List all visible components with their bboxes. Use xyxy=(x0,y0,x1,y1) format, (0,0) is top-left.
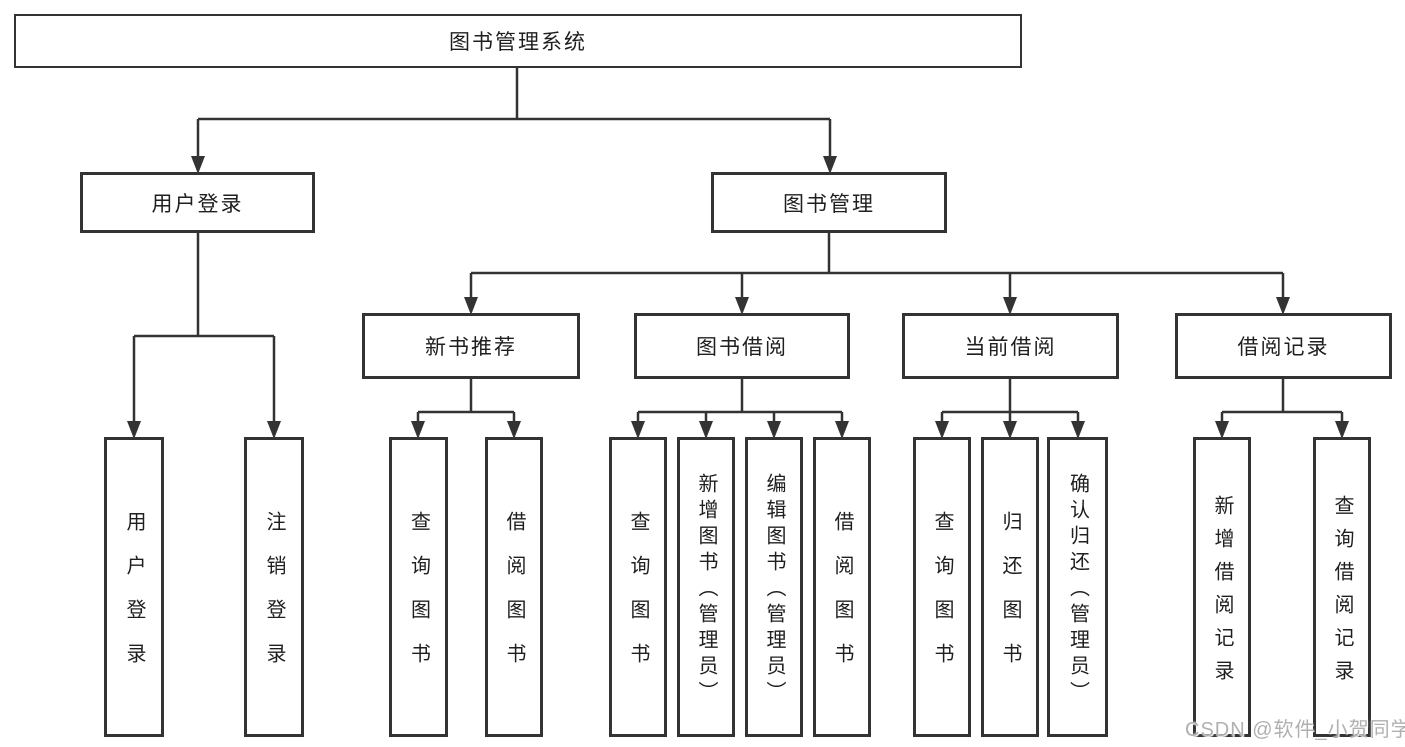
leaf-query-borrow-record: 查询借阅记录 xyxy=(1313,437,1371,737)
leaf-newbook-borrow-books: 借阅图书 xyxy=(485,437,543,737)
leaf-query-borrow-record-label: 查询借阅记录 xyxy=(1331,494,1353,693)
leaf-newbook-query-books-label: 查询图书 xyxy=(407,511,430,687)
leaf-return-books-label: 归还图书 xyxy=(999,511,1021,687)
leaf-edit-books-admin-label: 编辑图书（管理员） xyxy=(763,473,785,707)
csdn-watermark: CSDN @软件_小贺同学 xyxy=(1185,719,1405,741)
leaf-borrow-query-books: 查询图书 xyxy=(609,437,667,737)
node-borrow-records: 借阅记录 xyxy=(1175,313,1392,379)
node-root-label: 图书管理系统 xyxy=(449,31,587,54)
leaf-return-books: 归还图书 xyxy=(981,437,1039,737)
leaf-edit-books-admin: 编辑图书（管理员） xyxy=(745,437,803,737)
node-new-book-recommend-label: 新书推荐 xyxy=(425,336,517,359)
node-current-borrow: 当前借阅 xyxy=(902,313,1119,379)
leaf-add-borrow-record-label: 新增借阅记录 xyxy=(1211,494,1233,693)
node-root: 图书管理系统 xyxy=(14,14,1022,68)
leaf-user-login-label: 用户登录 xyxy=(123,511,145,687)
leaf-add-books-admin: 新增图书（管理员） xyxy=(677,437,735,737)
leaf-newbook-borrow-books-label: 借阅图书 xyxy=(503,511,525,687)
node-book-management-label: 图书管理 xyxy=(783,192,875,216)
leaf-add-borrow-record: 新增借阅记录 xyxy=(1193,437,1251,737)
node-new-book-recommend: 新书推荐 xyxy=(362,313,580,379)
leaf-newbook-query-books: 查询图书 xyxy=(389,437,448,737)
leaf-borrow-borrow-books-label: 借阅图书 xyxy=(831,511,853,687)
node-user-login-label: 用户登录 xyxy=(151,192,244,216)
leaf-logout: 注销登录 xyxy=(244,437,304,737)
arrowheads xyxy=(127,156,1349,439)
node-user-login: 用户登录 xyxy=(80,172,315,233)
leaf-current-query-books: 查询图书 xyxy=(913,437,971,737)
node-book-management: 图书管理 xyxy=(711,172,947,233)
leaf-user-login: 用户登录 xyxy=(104,437,164,737)
leaf-logout-label: 注销登录 xyxy=(263,511,285,687)
leaf-confirm-return-admin-label: 确认归还（管理员） xyxy=(1066,473,1089,707)
node-book-borrow: 图书借阅 xyxy=(634,313,850,379)
leaf-confirm-return-admin: 确认归还（管理员） xyxy=(1047,437,1108,737)
leaf-borrow-borrow-books: 借阅图书 xyxy=(813,437,871,737)
leaf-current-query-books-label: 查询图书 xyxy=(931,511,953,687)
leaf-borrow-query-books-label: 查询图书 xyxy=(627,511,649,687)
leaf-add-books-admin-label: 新增图书（管理员） xyxy=(695,473,717,707)
node-borrow-records-label: 借阅记录 xyxy=(1237,336,1330,359)
node-book-borrow-label: 图书借阅 xyxy=(696,336,788,359)
node-current-borrow-label: 当前借阅 xyxy=(964,336,1057,359)
